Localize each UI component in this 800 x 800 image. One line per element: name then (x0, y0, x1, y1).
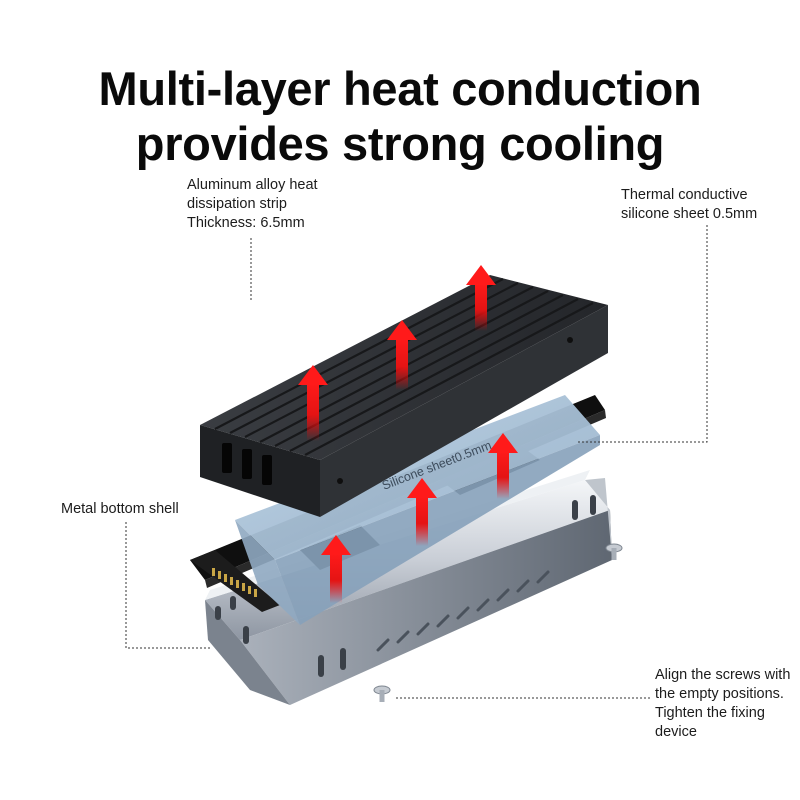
headline-line-1: Multi-layer heat conduction (98, 62, 702, 116)
heat-arrow (387, 320, 417, 390)
heat-arrow (466, 265, 496, 331)
heat-flow-arrows (298, 265, 518, 603)
silicone-thermal-pad: Silicone sheet0.5mm (235, 395, 600, 625)
screw-icon (605, 543, 623, 560)
silicone-callout: Thermal conductive silicone sheet 0.5mm (621, 187, 758, 222)
heat-arrow (407, 478, 437, 546)
leader-lines (125, 225, 708, 699)
heat-arrow (298, 365, 328, 441)
heat-arrow (321, 535, 351, 603)
screws-callout: Align the screws with the empty position… (655, 667, 791, 740)
screw-icon (373, 685, 391, 702)
headline: Multi-layer heat conduction provides str… (0, 61, 800, 171)
shell-callout: Metal bottom shell (61, 501, 179, 517)
heatsink-callout: Aluminum alloy heat dissipation strip Th… (187, 177, 318, 231)
headline-line-2: provides strong cooling (135, 117, 665, 171)
heat-arrow (488, 433, 518, 499)
